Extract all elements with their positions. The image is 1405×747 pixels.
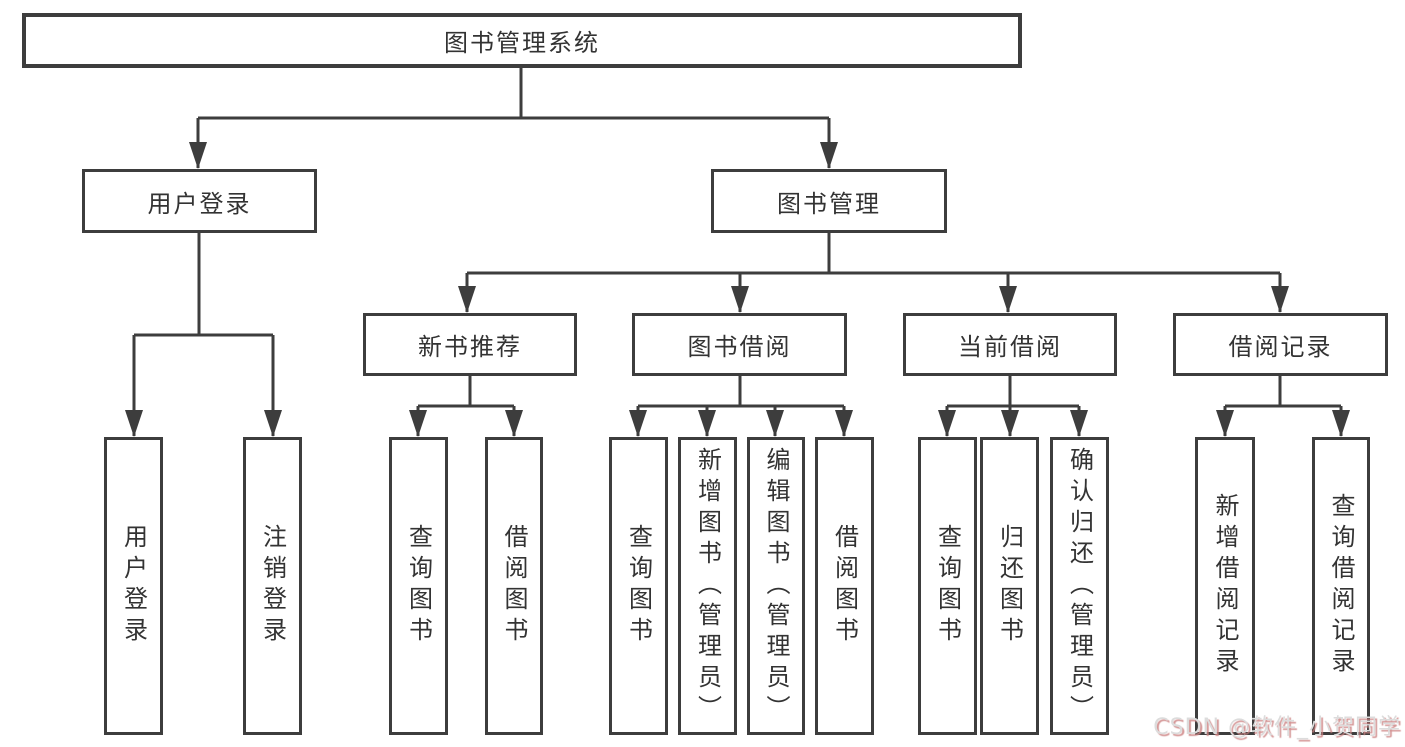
node-current-borrow: 当前借阅	[903, 313, 1117, 376]
node-book-management-label: 图书管理	[777, 189, 881, 218]
leaf-confirm-return-admin: 确认归还（管理员）	[1050, 437, 1109, 735]
leaf-recommend-query-books-label: 查询图书	[404, 524, 433, 648]
leaf-borrow-books: 借阅图书	[815, 437, 874, 735]
node-new-book-recommend-label: 新书推荐	[418, 333, 522, 361]
leaf-return-books-label: 归还图书	[995, 524, 1024, 648]
leaf-current-query-books-label: 查询图书	[933, 524, 962, 648]
node-book-borrow-label: 图书借阅	[687, 333, 792, 361]
node-root-system: 图书管理系统	[22, 13, 1022, 68]
leaf-borrow-query-books-label: 查询图书	[624, 524, 653, 648]
leaf-borrow-books-label: 借阅图书	[830, 524, 859, 648]
leaf-add-book-admin-label: 新增图书（管理员）	[693, 446, 722, 726]
leaf-edit-book-admin-label: 编辑图书（管理员）	[762, 446, 790, 726]
leaf-user-login-label: 用户登录	[119, 524, 148, 648]
leaf-recommend-borrow-books: 借阅图书	[485, 437, 543, 735]
node-current-borrow-label: 当前借阅	[958, 333, 1062, 361]
leaf-query-borrow-record: 查询借阅记录	[1312, 437, 1370, 735]
csdn-watermark: CSDN @软件_小贺同学	[1153, 715, 1401, 740]
leaf-borrow-query-books: 查询图书	[609, 437, 668, 735]
leaf-add-borrow-record: 新增借阅记录	[1195, 437, 1255, 735]
node-new-book-recommend: 新书推荐	[363, 313, 577, 376]
connector-segments	[132, 68, 1343, 436]
node-root-system-label: 图书管理系统	[444, 29, 600, 57]
node-book-management: 图书管理	[711, 169, 947, 233]
leaf-add-book-admin: 新增图书（管理员）	[678, 437, 737, 735]
leaf-recommend-borrow-books-label: 借阅图书	[500, 524, 528, 648]
leaf-return-books: 归还图书	[980, 437, 1039, 735]
node-book-borrow: 图书借阅	[632, 313, 847, 376]
node-user-login-label: 用户登录	[147, 189, 252, 218]
node-user-login: 用户登录	[82, 169, 317, 233]
leaf-current-query-books: 查询图书	[918, 437, 977, 735]
leaf-query-borrow-record-label: 查询借阅记录	[1327, 493, 1355, 679]
node-borrow-records: 借阅记录	[1173, 313, 1388, 376]
leaf-logout: 注销登录	[243, 437, 302, 735]
leaf-recommend-query-books: 查询图书	[389, 437, 448, 735]
node-borrow-records-label: 借阅记录	[1228, 333, 1333, 361]
leaf-user-login: 用户登录	[104, 437, 163, 735]
leaf-edit-book-admin: 编辑图书（管理员）	[747, 437, 805, 735]
leaf-confirm-return-admin-label: 确认归还（管理员）	[1065, 446, 1094, 726]
leaf-add-borrow-record-label: 新增借阅记录	[1211, 493, 1239, 679]
leaf-logout-label: 注销登录	[258, 524, 287, 648]
